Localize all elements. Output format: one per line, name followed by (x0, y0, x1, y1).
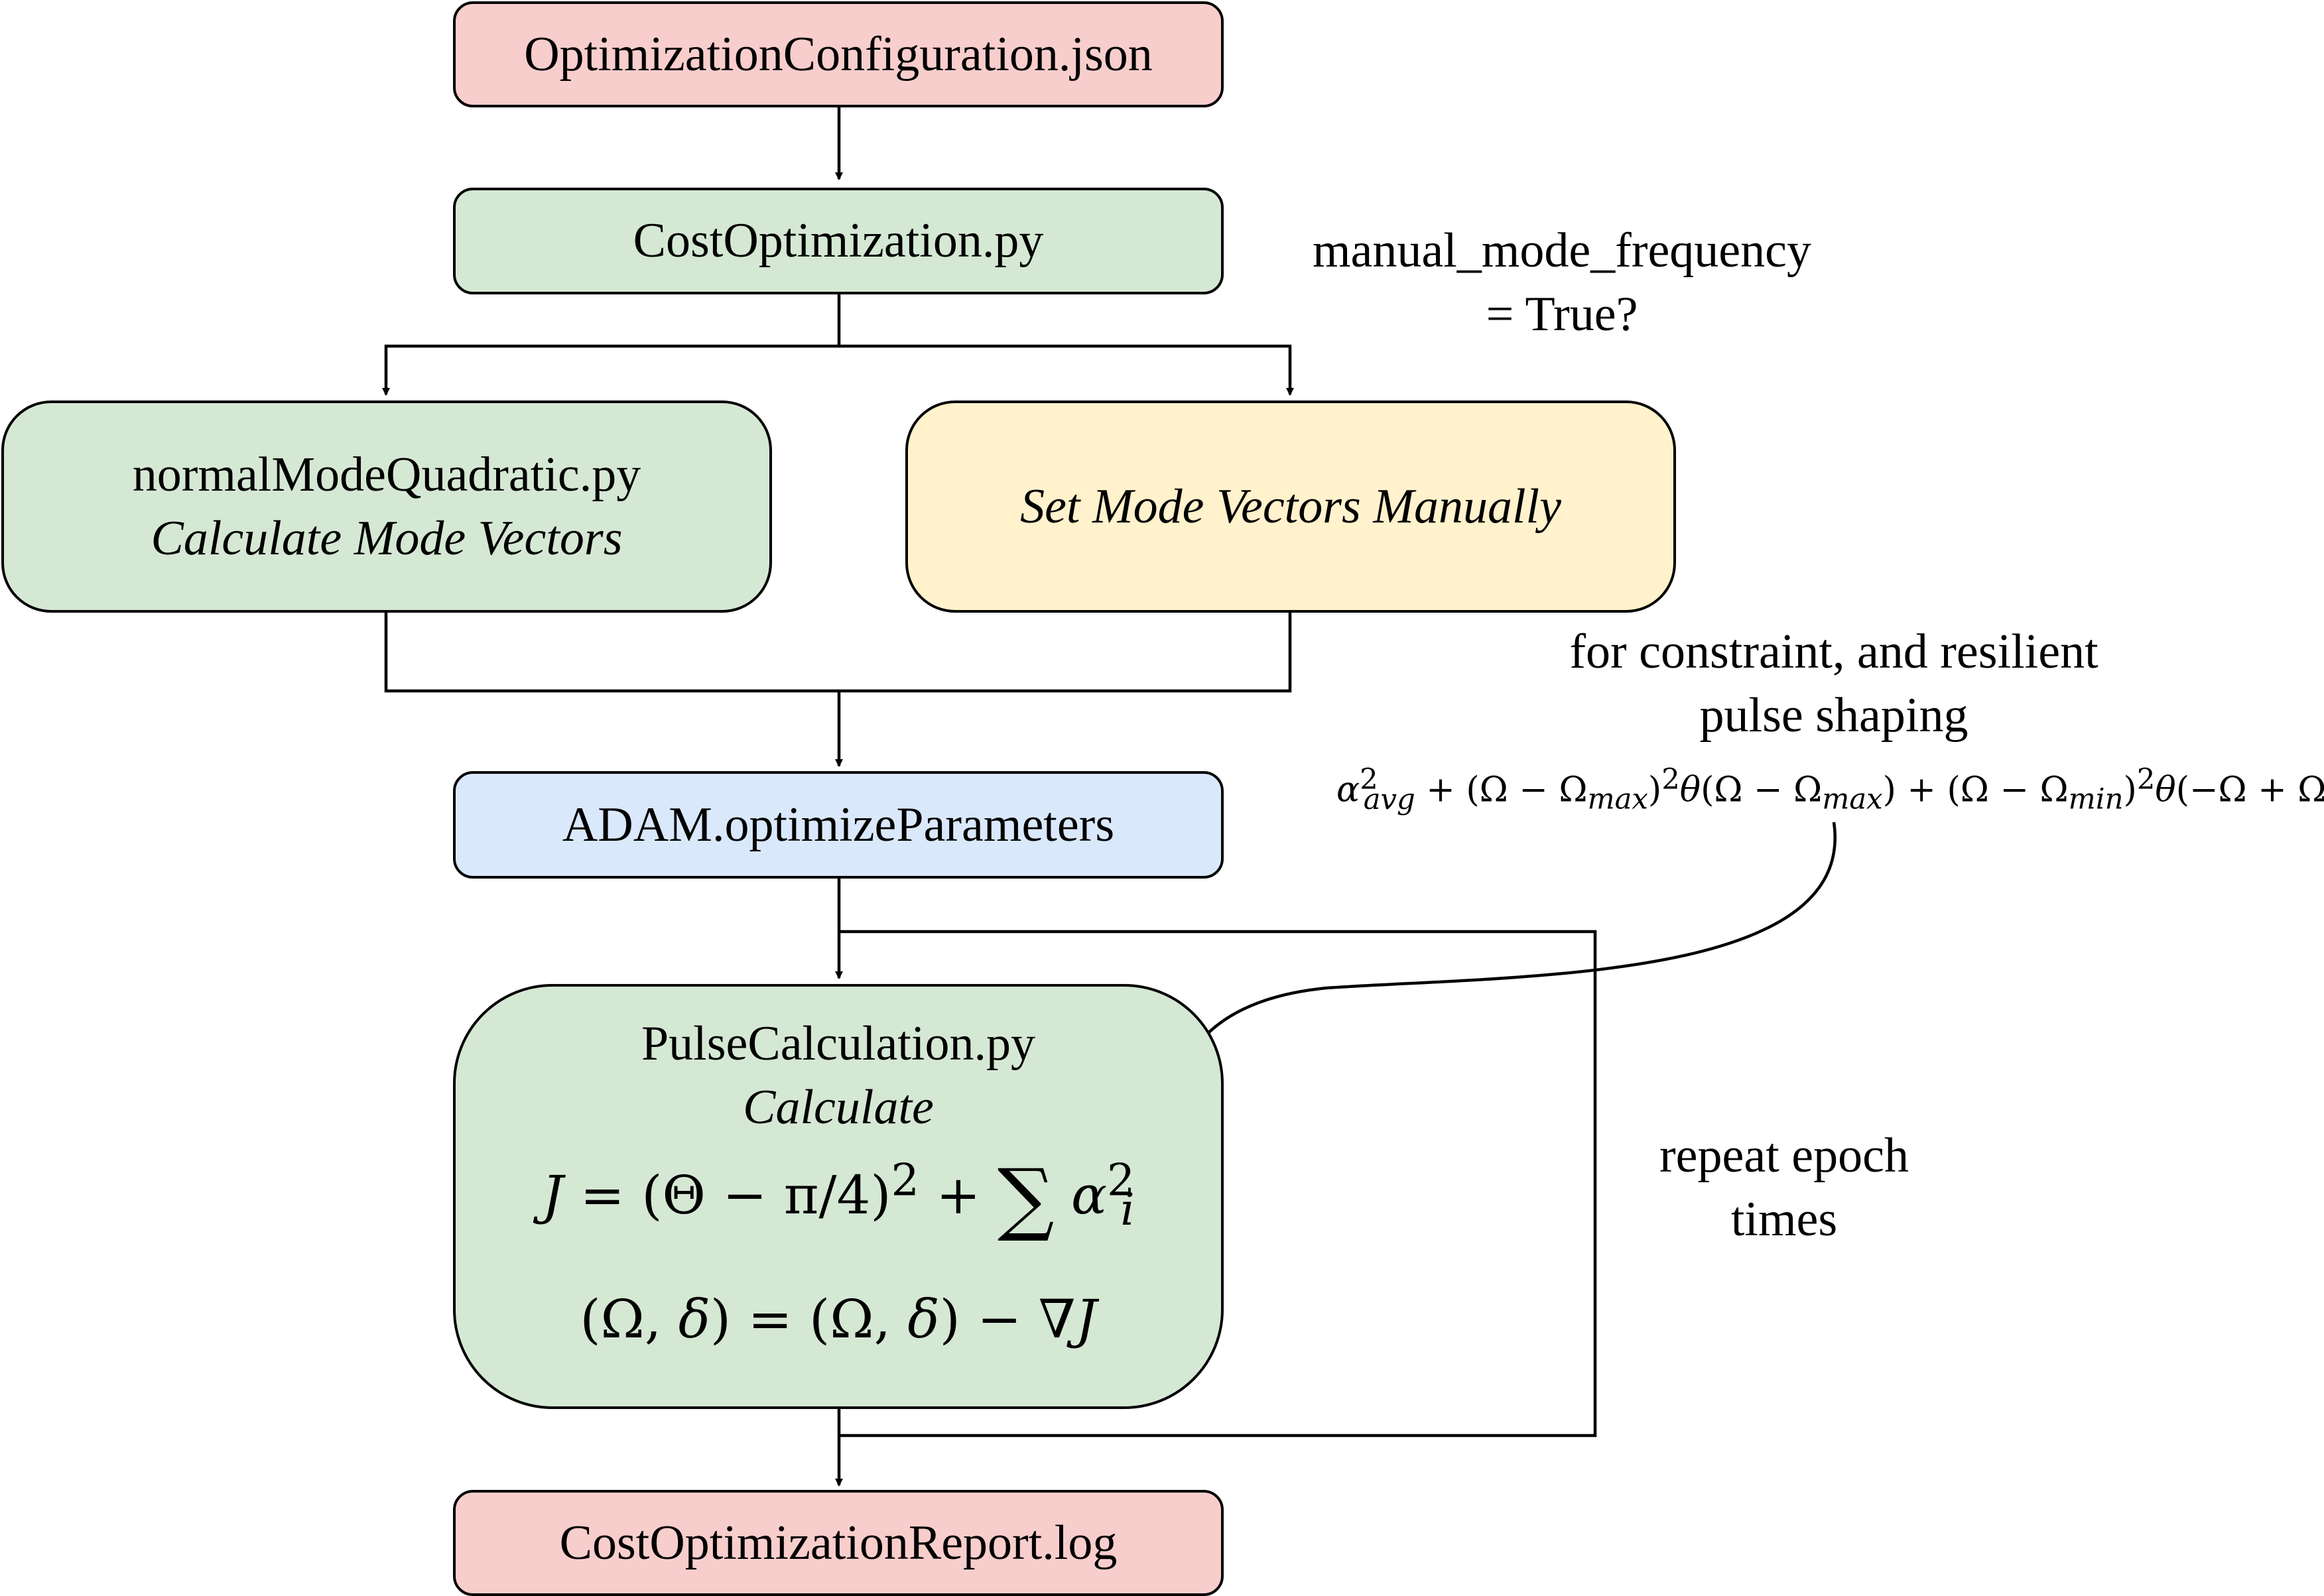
gradient-update-equation: (Ω, δ) = (Ω, δ) − ∇J (580, 1288, 1097, 1351)
report-node: CostOptimizationReport.log (453, 1490, 1224, 1596)
config-label: OptimizationConfiguration.json (524, 27, 1153, 82)
report-label: CostOptimizationReport.log (559, 1515, 1118, 1570)
manual-frequency-line2: = True? (1486, 287, 1638, 342)
repeat-label: repeat epoch times (1579, 1124, 1990, 1251)
branch-connector (382, 294, 841, 396)
constraint-label: for constraint, and resilient pulse shap… (1492, 620, 2175, 747)
normal-mode-node: normalModeQuadratic.py Calculate Mode Ve… (1, 400, 772, 613)
cost-optimization-node: CostOptimization.py (453, 188, 1224, 294)
cost-optimization-label: CostOptimization.py (633, 214, 1044, 269)
constraint-formula: α2avg + (Ω − Ωmax)2θ(Ω − Ωmax) + (Ω − Ωm… (1336, 763, 2324, 816)
repeat-line2: times (1730, 1192, 1838, 1247)
adam-label: ADAM.optimizeParameters (562, 797, 1115, 852)
constraint-line2: pulse shaping (1699, 688, 1969, 743)
merge-connector (384, 613, 1292, 693)
config-node: OptimizationConfiguration.json (453, 1, 1224, 107)
repeat-line1: repeat epoch (1659, 1129, 1909, 1183)
manual-mode-label: Set Mode Vectors Manually (1020, 479, 1561, 534)
manual-mode-node: Set Mode Vectors Manually (905, 400, 1676, 613)
normal-mode-subtitle: Calculate Mode Vectors (151, 511, 623, 566)
adam-node: ADAM.optimizeParameters (453, 771, 1224, 879)
constraint-line1: for constraint, and resilient (1569, 625, 2098, 679)
manual-frequency-label: manual_mode_frequency = True? (1273, 219, 1850, 346)
normal-mode-title: normalModeQuadratic.py (132, 447, 641, 502)
pulse-calculation-node: PulseCalculation.py Calculate J = (Θ − π… (453, 984, 1224, 1409)
constraint-curve-arrow (1168, 822, 1837, 1142)
pulse-title: PulseCalculation.py (641, 1016, 1035, 1071)
manual-frequency-line1: manual_mode_frequency (1312, 223, 1812, 278)
pulse-subtitle: Calculate (743, 1080, 934, 1135)
repeat-loop (839, 930, 1597, 1438)
cost-equation: J = (Θ − π/4)2 + ∑ α2i (542, 1152, 1135, 1245)
branch-connector-right (839, 344, 1294, 396)
